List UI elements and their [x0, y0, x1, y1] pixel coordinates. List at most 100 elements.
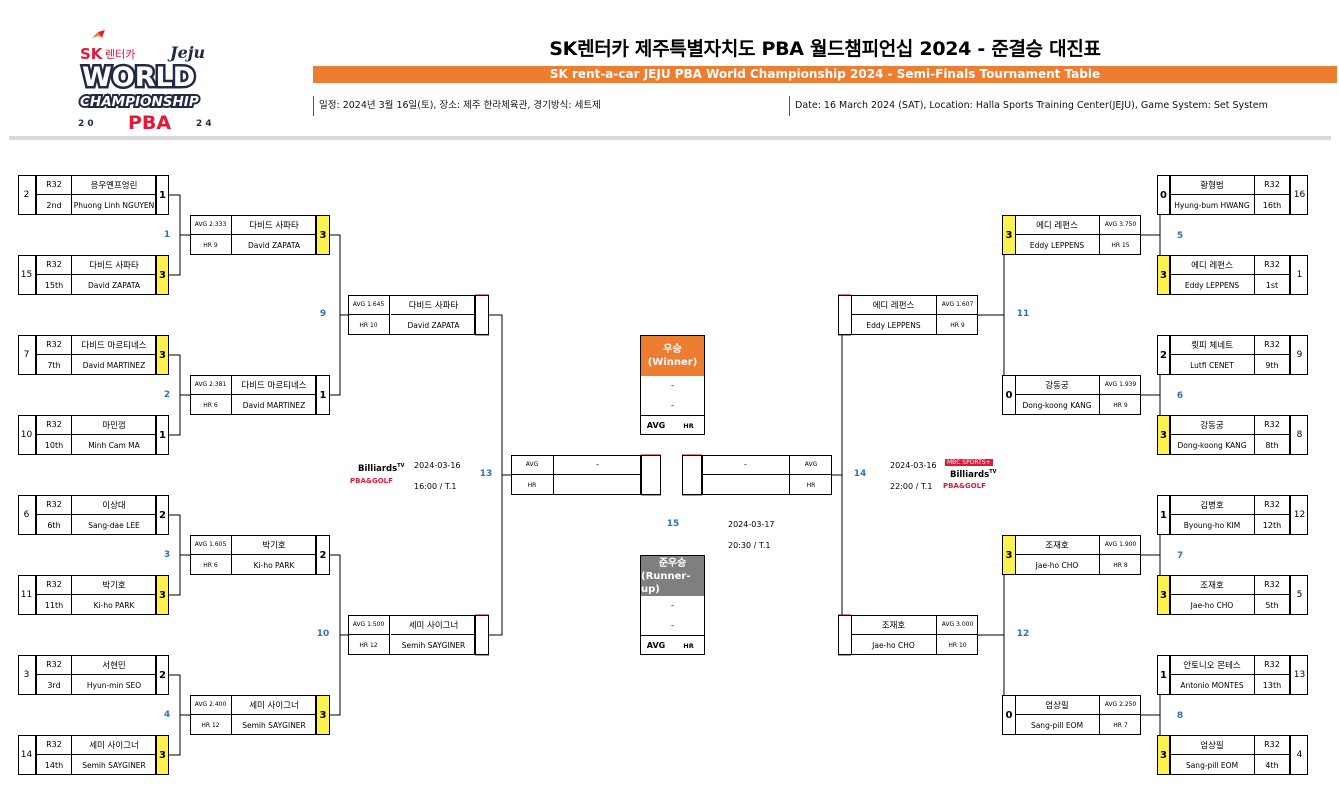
player-name-english: David ZAPATA: [247, 240, 301, 250]
round-label: R32: [1254, 255, 1290, 275]
seed-number: 5: [1290, 575, 1308, 615]
qf-score: [838, 295, 852, 335]
player-name-english: Sang-dae LEE: [88, 520, 140, 530]
player-name-english: Sang-pill EOM: [1030, 720, 1084, 730]
player-name-korean: 다비드 사파타: [72, 255, 156, 275]
player-name-korean: 다비드 사파타: [391, 295, 476, 315]
r32-score: 3: [1157, 735, 1170, 775]
match-number: 11: [1016, 309, 1030, 319]
seed-rank: 9th: [1254, 355, 1290, 375]
info-english: Date: 16 March 2024 (SAT), Location: Hal…: [789, 96, 1337, 116]
avg-stat: AVG 1.500: [348, 615, 390, 635]
player-name-english: David MARTINEZ: [242, 400, 306, 410]
avg-stat: AVG 1.605: [190, 535, 232, 555]
seed-number: 1: [1290, 255, 1308, 295]
r16-player-box: [1015, 695, 1141, 735]
final-hr-label: HR: [789, 475, 832, 495]
r16-score: 3: [1002, 535, 1016, 575]
r32-score: 2: [1157, 335, 1170, 375]
player-name-english: Ki-ho PARK: [253, 560, 295, 570]
match-number: 13: [479, 469, 493, 479]
seed-rank: 15th: [36, 275, 72, 295]
r16-player-box: [1015, 215, 1141, 255]
player-name-english: David ZAPATA: [87, 280, 141, 290]
runner-label: 준우승: [658, 557, 687, 569]
r16-score: 1: [316, 375, 330, 415]
match-time: 16:00 / T.1: [414, 482, 457, 491]
final-score-right: [682, 455, 702, 495]
r32-player-box: [18, 415, 156, 455]
year-right-text: 2 4: [196, 119, 212, 129]
match-number: 15: [666, 519, 680, 529]
avg-stat: AVG 2.333: [190, 215, 232, 235]
avg-stat: AVG 1.607: [936, 295, 978, 315]
match-number: 2: [163, 390, 171, 400]
avg-stat: AVG 1.900: [1099, 535, 1141, 555]
r32-score: 0: [1157, 175, 1170, 215]
player-name-english: Antonio MONTES: [1180, 680, 1244, 690]
player-name-korean: 황형범: [1170, 175, 1254, 195]
seed-rank: 7th: [36, 355, 72, 375]
seed-number: 10: [18, 415, 36, 455]
final-left-box: [511, 455, 641, 495]
final-time: 20:30 / T.1: [728, 541, 771, 550]
player-name-korean: 엄상필: [1015, 695, 1099, 715]
player-name-korean: 마민껌: [72, 415, 156, 435]
hr-stat: HR 12: [348, 635, 390, 655]
seed-rank: 11th: [36, 595, 72, 615]
world-championship-logo: SK 렌터카 Jeju WORLD CHAMPIONSHIP 2 0 PBA 2…: [78, 26, 230, 134]
player-name-korean: 서현민: [72, 655, 156, 675]
player-name-korean: 이상대: [72, 495, 156, 515]
title-english-band: SK rent-a-car JEJU PBA World Championshi…: [313, 66, 1337, 83]
final-player-name: -: [702, 455, 789, 475]
avg-stat: AVG 2.381: [190, 375, 232, 395]
r32-score: 3: [156, 255, 169, 295]
player-name-english: Eddy LEPPENS: [1184, 280, 1240, 290]
seed-rank: 5th: [1254, 595, 1290, 615]
round-label: R32: [36, 415, 72, 435]
player-name-korean: 안토니오 몬테스: [1170, 655, 1254, 675]
hr-stat: HR 7: [1099, 715, 1141, 735]
match-time: 22:00 / T.1: [890, 482, 933, 491]
r16-score: 2: [316, 535, 330, 575]
r16-score: 0: [1002, 695, 1016, 735]
player-name-english: Eddy LEPPENS: [1029, 240, 1085, 250]
r32-score: 2: [156, 655, 169, 695]
avg-stat: AVG 3.000: [936, 615, 978, 635]
seed-rank: 6th: [36, 515, 72, 535]
seed-number: 7: [18, 335, 36, 375]
player-name-english: Byoung-ho KIM: [1183, 520, 1241, 530]
runner-line2: -: [671, 620, 674, 630]
runner-line1: -: [671, 600, 674, 610]
seed-rank: 2nd: [36, 195, 72, 215]
hr-stat: HR 12: [190, 715, 232, 735]
final-avg-label: AVG: [789, 455, 832, 475]
sk-text: SK: [80, 45, 104, 63]
final-right-box: [702, 455, 832, 495]
match-number: 9: [319, 309, 327, 319]
seed-rank: 1st: [1254, 275, 1290, 295]
r32-player-box: [18, 335, 156, 375]
hr-stat: HR 6: [190, 555, 232, 575]
seed-rank: 4th: [1254, 755, 1290, 775]
match-number: 8: [1176, 711, 1184, 721]
avg-stat: AVG 2.400: [190, 695, 232, 715]
seed-rank: 8th: [1254, 435, 1290, 455]
rentacar-text: 렌터카: [105, 48, 135, 61]
r32-player-box: [18, 175, 156, 215]
hr-stat: HR 8: [1099, 555, 1141, 575]
match-number: 5: [1176, 231, 1184, 241]
player-name-korean: 세미 사이그너: [72, 735, 156, 755]
player-name-english: Sang-pill EOM: [1185, 760, 1239, 770]
r32-score: 1: [1157, 655, 1170, 695]
seed-number: 13: [1290, 655, 1308, 695]
player-name-korean: 강동궁: [1015, 375, 1099, 395]
seed-number: 15: [18, 255, 36, 295]
player-name-english: Dong-koong KANG: [1022, 400, 1092, 410]
player-name-korean: 엄상필: [1170, 735, 1254, 755]
seed-rank: 3rd: [36, 675, 72, 695]
player-name-english: Jae-ho CHO: [1035, 560, 1079, 570]
round-label: R32: [1254, 175, 1290, 195]
player-name-english: Jae-ho CHO: [1190, 600, 1234, 610]
player-name-korean: 세미 사이그너: [391, 615, 476, 635]
